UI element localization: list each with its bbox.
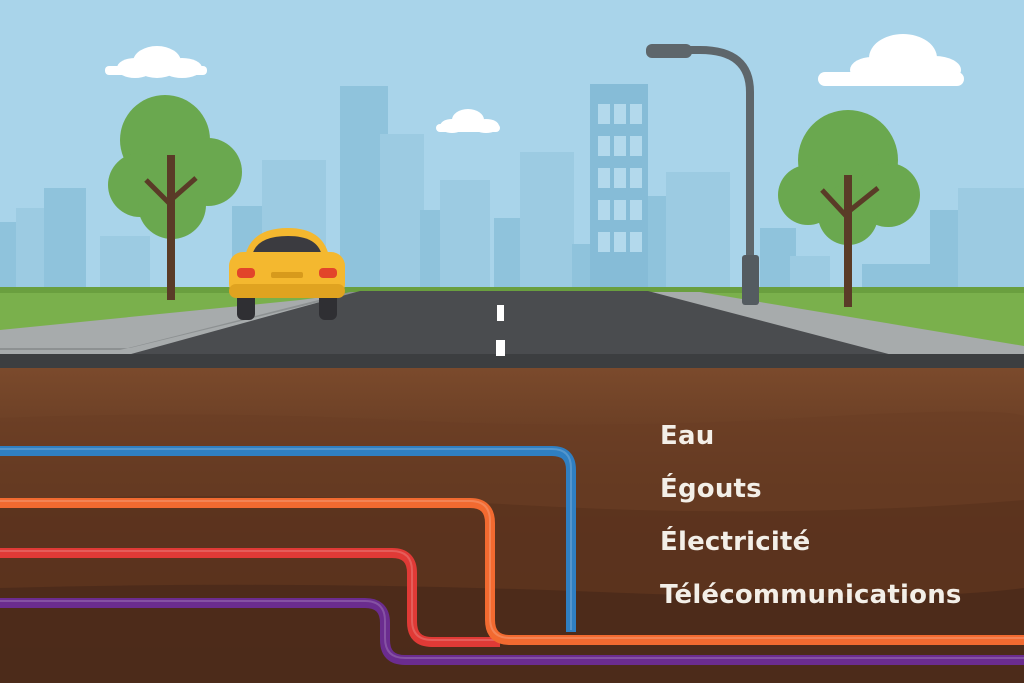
pipe-sewer-highlight <box>0 500 1024 639</box>
legend-item-electricity: Électricité <box>660 527 811 557</box>
grass-shade <box>0 287 1024 293</box>
street-lamp <box>646 44 759 305</box>
car <box>229 228 345 320</box>
cloud-left <box>105 46 207 78</box>
pipe-telecom-highlight <box>0 600 1024 659</box>
pipe-water <box>0 446 576 632</box>
tree-right <box>778 110 920 307</box>
sidewalk-right <box>650 292 1024 356</box>
sidewalk-left <box>0 292 360 356</box>
road-base <box>0 354 1024 370</box>
utility-pipes <box>0 446 1024 665</box>
cloud-middle <box>436 109 500 133</box>
cloud-right <box>818 34 964 86</box>
pipe-sewer <box>0 498 1024 645</box>
pipe-electricity-highlight <box>0 550 500 641</box>
pipe-telecom <box>0 598 1024 665</box>
road-marking-far <box>497 305 504 321</box>
legend-item-sewer: Égouts <box>660 474 762 504</box>
tree-left <box>108 95 242 300</box>
road <box>120 291 900 357</box>
pipe-water-highlight <box>0 448 572 630</box>
legend-item-water: Eau <box>660 421 715 451</box>
pipe-electricity <box>0 548 500 647</box>
legend-item-telecom: Télécommunications <box>660 580 962 610</box>
utility-legend: Eau Égouts Électricité Télécommunication… <box>660 418 962 630</box>
road-marking-near <box>496 340 505 356</box>
building-windows <box>598 104 642 252</box>
